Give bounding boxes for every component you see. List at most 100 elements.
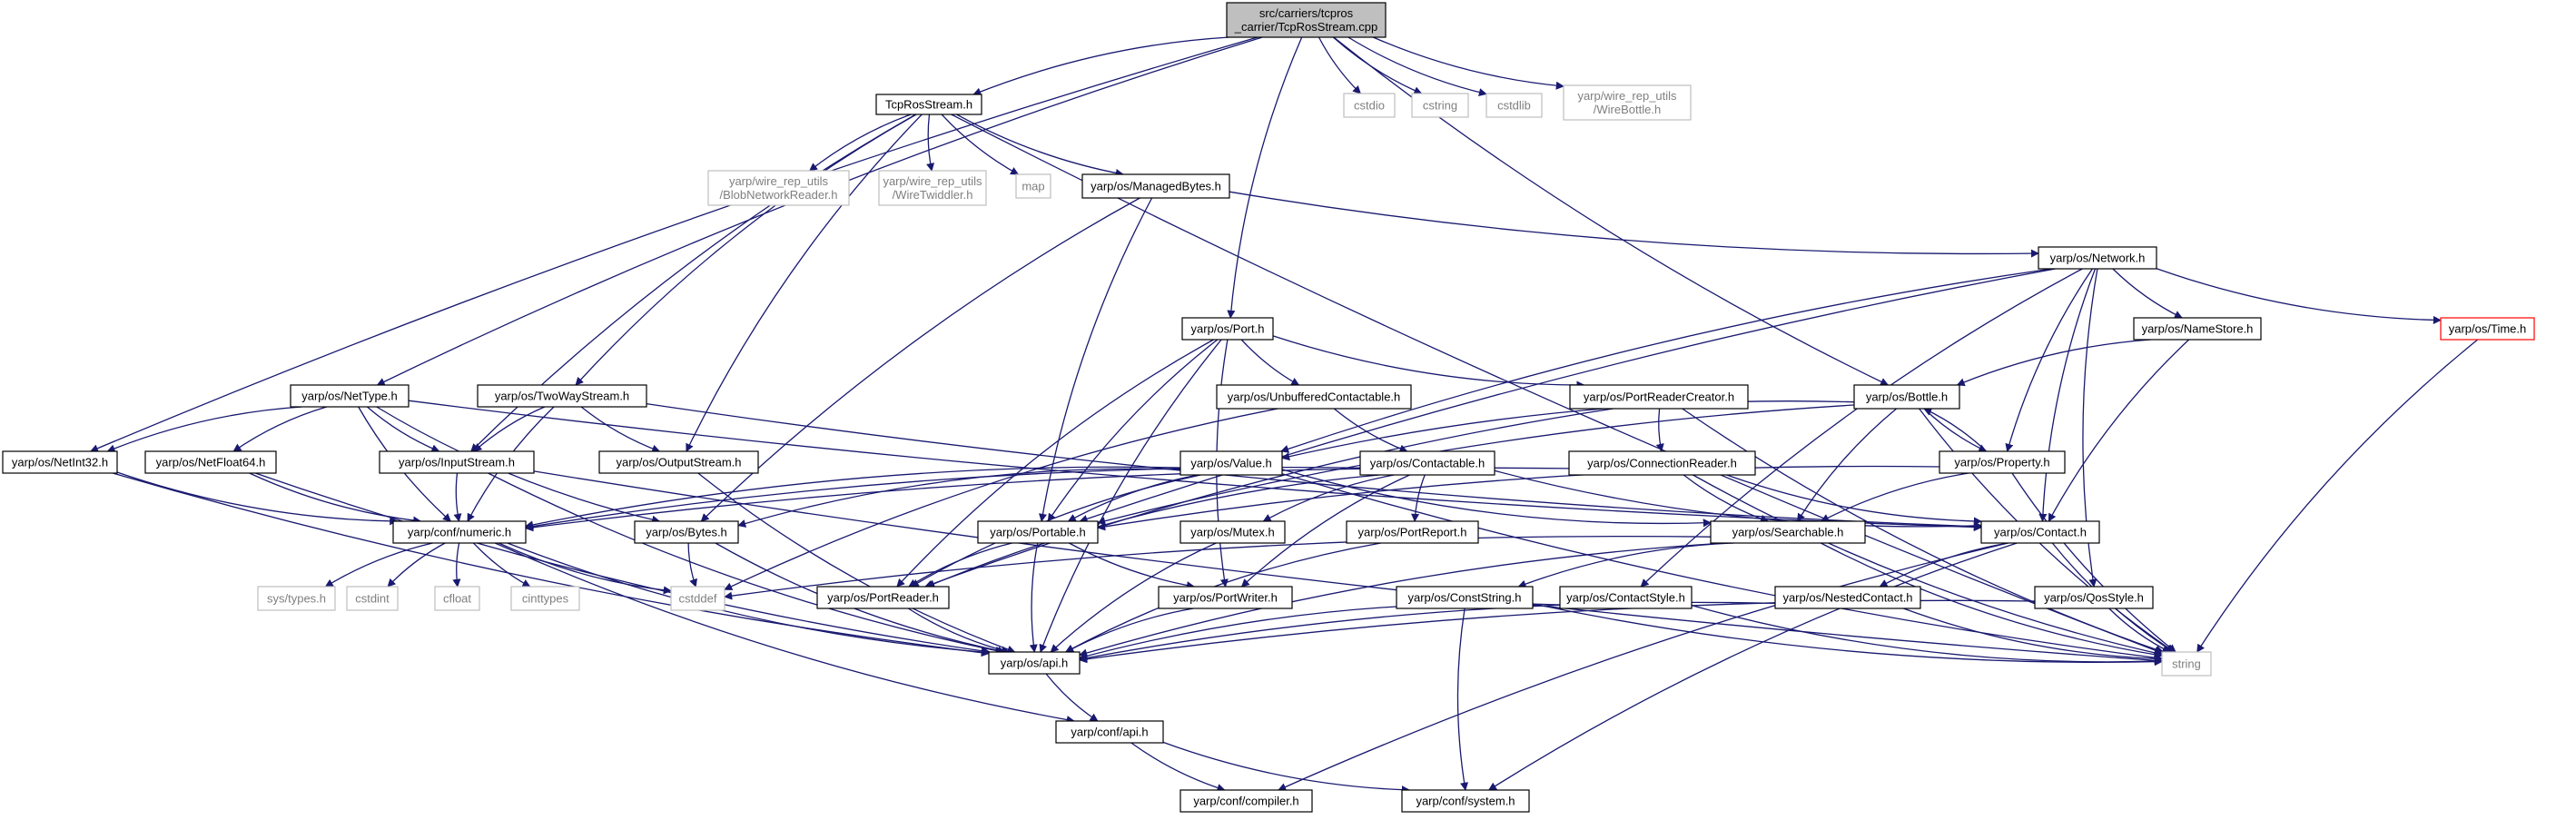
node-box <box>707 170 850 206</box>
node-box <box>2034 586 2154 609</box>
edge-bytes-to-cstddef <box>687 542 697 588</box>
node-numeric[interactable]: yarp/conf/numeric.h <box>392 520 527 544</box>
node-label: cstring <box>1423 99 1457 113</box>
node-netint32[interactable]: yarp/os/NetInt32.h <box>2 450 118 474</box>
node-cstddef: cstddef <box>670 586 725 611</box>
node-value[interactable]: yarp/os/Value.h <box>1179 450 1283 476</box>
node-managedbytes[interactable]: yarp/os/ManagedBytes.h <box>1081 173 1230 199</box>
edge-nettype-to-netint32 <box>106 406 302 453</box>
node-root[interactable]: src/carriers/tcpros_carrier/TcpRosStream… <box>1226 2 1387 38</box>
node-unbuffered[interactable]: yarp/os/UnbufferedContactable.h <box>1216 384 1412 410</box>
node-bytes[interactable]: yarp/os/Bytes.h <box>634 520 739 544</box>
node-label: yarp/os/NetType.h <box>301 390 398 403</box>
node-label: cfloat <box>443 592 471 606</box>
nodes: src/carriers/tcpros_carrier/TcpRosStream… <box>2 2 2535 813</box>
edge-port-to-osapi <box>1039 339 1222 653</box>
edge-outputstream-to-osapi <box>697 472 1016 654</box>
node-osapi[interactable]: yarp/os/api.h <box>988 651 1081 675</box>
edges <box>89 36 2479 795</box>
edge-contact-to-system <box>1487 542 2018 791</box>
node-label: yarp/wire_rep_utils <box>1577 89 1677 103</box>
node-system[interactable]: yarp/conf/system.h <box>1401 789 1530 813</box>
edge-time-to-string <box>2196 339 2479 653</box>
edge-numeric-to-cstdint <box>387 542 446 588</box>
node-port[interactable]: yarp/os/Port.h <box>1181 317 1274 341</box>
edge-netint32-to-numeric <box>116 471 399 526</box>
node-box <box>670 586 725 611</box>
node-twowaystream[interactable]: yarp/os/TwoWayStream.h <box>477 384 647 408</box>
edge-numeric-to-cstddef <box>498 542 672 595</box>
edge-qosstyle-to-string <box>2108 608 2171 653</box>
node-label: yarp/wire_rep_utils <box>729 174 829 188</box>
node-tcprosstream[interactable]: TcpRosStream.h <box>875 94 982 115</box>
node-conststring[interactable]: yarp/os/ConstString.h <box>1396 586 1534 609</box>
node-qosstyle[interactable]: yarp/os/QosStyle.h <box>2034 586 2154 609</box>
node-namestore[interactable]: yarp/os/NameStore.h <box>2133 317 2262 341</box>
edge-network-to-namestore <box>2112 268 2183 319</box>
node-blobnet: yarp/wire_rep_utils/BlobNetworkReader.h <box>707 170 850 206</box>
node-nestedcontact[interactable]: yarp/os/NestedContact.h <box>1774 586 1921 609</box>
node-portwriter[interactable]: yarp/os/PortWriter.h <box>1158 586 1293 609</box>
edge-contactstyle-to-string <box>1691 604 2163 666</box>
node-label: yarp/os/PortWriter.h <box>1173 591 1278 605</box>
edge-root-to-netint32 <box>89 36 1258 453</box>
node-portreadercreator[interactable]: yarp/os/PortReaderCreator.h <box>1569 384 1749 410</box>
node-label: yarp/conf/system.h <box>1416 795 1515 808</box>
edge-connectionreader-to-contact <box>1726 474 1982 526</box>
node-network[interactable]: yarp/os/Network.h <box>2038 246 2157 270</box>
edge-contactable-to-contact <box>1494 469 1982 530</box>
node-nettype[interactable]: yarp/os/NetType.h <box>290 384 410 408</box>
edge-portable-to-portreader <box>908 542 1012 588</box>
edge-network-to-property <box>2005 268 2093 452</box>
node-box <box>598 450 759 474</box>
node-box <box>1179 789 1313 813</box>
node-contactstyle[interactable]: yarp/os/ContactStyle.h <box>1559 586 1693 609</box>
edge-connectionreader-to-string <box>1693 474 2163 657</box>
node-box <box>1559 586 1693 609</box>
node-box <box>379 450 535 474</box>
node-box <box>1179 450 1283 476</box>
node-compiler[interactable]: yarp/conf/compiler.h <box>1179 789 1313 813</box>
edge-root-to-cstdio <box>1318 36 1362 94</box>
edge-property-to-bottle <box>1923 408 1987 452</box>
edge-managedbytes-to-network <box>1229 191 2039 258</box>
node-time[interactable]: yarp/os/Time.h <box>2440 317 2535 341</box>
edge-bottle-to-value <box>1281 400 1855 461</box>
node-connectionreader[interactable]: yarp/os/ConnectionReader.h <box>1568 450 1756 476</box>
node-box <box>878 170 987 206</box>
node-mutex[interactable]: yarp/os/Mutex.h <box>1179 520 1286 544</box>
node-portreader[interactable]: yarp/os/PortReader.h <box>816 586 950 609</box>
node-inputstream[interactable]: yarp/os/InputStream.h <box>379 450 535 474</box>
edge-nestedcontact-to-osapi <box>1079 601 1776 662</box>
node-searchable[interactable]: yarp/os/Searchable.h <box>1710 520 1866 544</box>
node-label: src/carriers/tcpros <box>1259 6 1354 20</box>
edge-netfloat64-to-numeric <box>249 472 422 525</box>
node-netfloat64[interactable]: yarp/os/NetFloat64.h <box>144 450 277 474</box>
edge-numeric-to-osapi <box>507 542 990 657</box>
node-portreport[interactable]: yarp/os/PortReport.h <box>1346 520 1479 544</box>
node-box <box>1939 450 2066 474</box>
node-confapi[interactable]: yarp/conf/api.h <box>1055 720 1164 744</box>
edge-port-to-portreadercreator <box>1272 335 1585 390</box>
node-box <box>634 520 739 544</box>
node-label: yarp/os/TwoWayStream.h <box>495 390 629 403</box>
node-box <box>1411 93 1469 118</box>
edge-value-to-numeric <box>525 466 1181 529</box>
edge-contactstyle-to-osapi <box>1079 602 1561 660</box>
edge-inputstream-to-osapi <box>488 472 1004 655</box>
edge-numeric-to-systypes <box>324 542 433 588</box>
node-outputstream[interactable]: yarp/os/OutputStream.h <box>598 450 759 474</box>
node-portable[interactable]: yarp/os/Portable.h <box>977 520 1099 544</box>
edge-value-to-portable <box>1067 474 1199 522</box>
node-label: yarp/wire_rep_utils <box>883 174 982 188</box>
edge-nestedcontact-to-string <box>1903 608 2163 663</box>
node-contact[interactable]: yarp/os/Contact.h <box>1980 520 2100 544</box>
edge-twowaystream-to-contact <box>646 402 1982 531</box>
node-label: yarp/os/PortReaderCreator.h <box>1584 390 1734 404</box>
edge-namestore-to-bottle <box>1956 339 2151 387</box>
node-label: yarp/os/UnbufferedContactable.h <box>1228 390 1401 404</box>
node-property[interactable]: yarp/os/Property.h <box>1939 450 2066 474</box>
edge-value-to-portreader <box>910 474 1201 588</box>
node-bottle[interactable]: yarp/os/Bottle.h <box>1853 384 1960 410</box>
node-contactable[interactable]: yarp/os/Contactable.h <box>1359 450 1495 476</box>
